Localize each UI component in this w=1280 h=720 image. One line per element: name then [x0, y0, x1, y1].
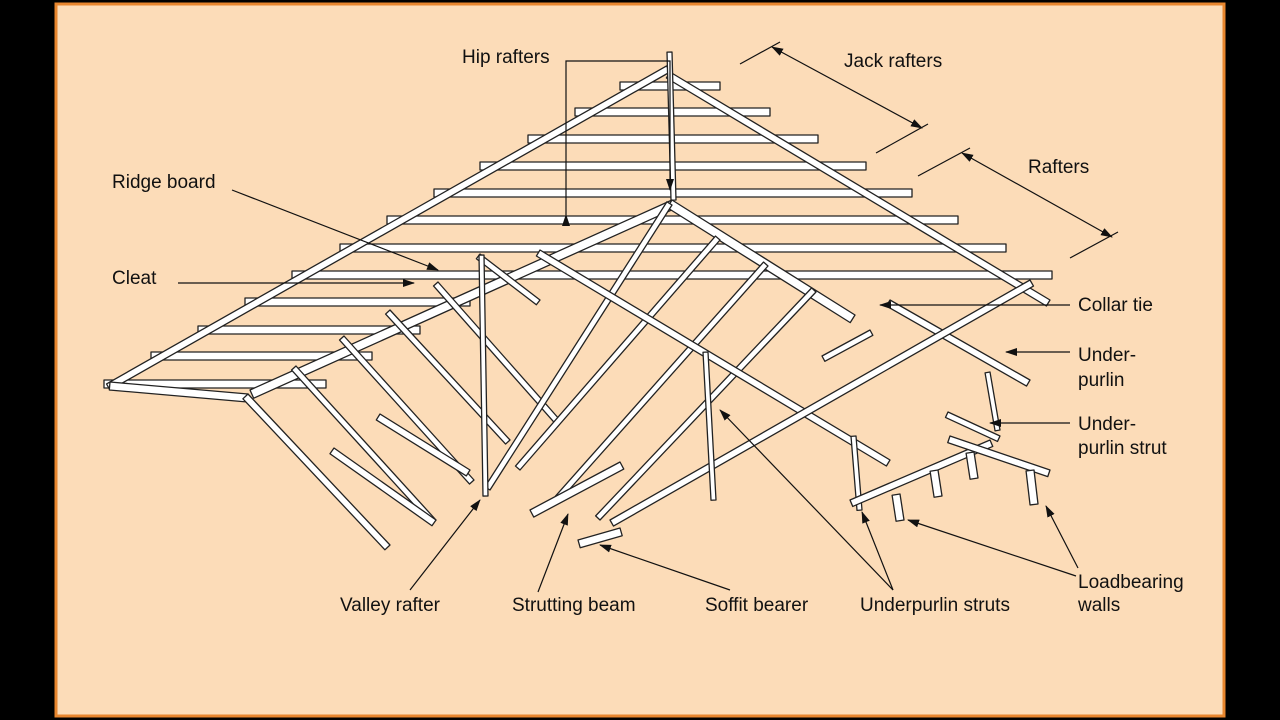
rafter-8 [291, 270, 1053, 280]
wall-post-1 [891, 493, 905, 522]
underpurlin-struts-leader-1 [719, 409, 894, 591]
label-collar-tie: Collar tie [1078, 295, 1153, 316]
label-hip-rafters: Hip rafters [462, 47, 550, 68]
jack-rafters-tick-top [739, 41, 781, 65]
collar-beam [609, 279, 1035, 527]
jack-rafters-dimension [771, 46, 923, 129]
valley-post [478, 254, 489, 497]
timber-frame [103, 51, 1053, 551]
underpurlin-struts-leader-2 [861, 511, 894, 591]
label-jack-rafters: Jack rafters [844, 51, 942, 72]
label-loadbearing-walls-2: walls [1077, 595, 1120, 616]
label-loadbearing-walls-1: Loadbearing [1078, 572, 1184, 593]
front-strut-3 [384, 309, 511, 445]
label-underpurlin-struts: Underpurlin struts [860, 595, 1010, 616]
wall-post-2 [929, 469, 943, 498]
loadbearing-walls-leader-1 [907, 519, 1077, 577]
purlin-brace [821, 329, 874, 362]
label-soffit-bearer: Soffit bearer [705, 595, 809, 616]
underpurlin-strut-1 [702, 351, 717, 501]
wall-plate-2 [947, 435, 1051, 478]
valley-rafter-leader [409, 499, 481, 591]
strutting-beam-right [529, 461, 625, 518]
label-under-purlin-1: Under- [1078, 345, 1136, 366]
label-rafters: Rafters [1028, 157, 1089, 178]
strutting-beam-mid [375, 413, 471, 477]
label-under-purlin-strut-1: Under- [1078, 414, 1136, 435]
strutting-beam-left [329, 447, 437, 527]
rafter-6 [386, 215, 959, 225]
jack-rafter-3 [150, 351, 373, 361]
eave-edge-left [242, 393, 391, 551]
wall-plate-1 [849, 439, 994, 508]
front-strut-5 [475, 253, 541, 306]
wall-post-4 [1025, 469, 1039, 506]
label-valley-rafter: Valley rafter [340, 595, 441, 616]
loadbearing-walls-leader-2 [1045, 505, 1079, 569]
rafters-dimension [961, 152, 1113, 238]
under-purlin-strut-cap [944, 411, 1001, 443]
under-purlin-strut [984, 371, 1001, 432]
labels: Hip rafters Jack rafters Rafters Ridge b… [112, 47, 1184, 616]
wall-post-3 [965, 451, 979, 480]
label-cleat: Cleat [112, 268, 157, 289]
front-strut-2 [338, 335, 475, 485]
underpurlin-strut-2 [850, 435, 863, 512]
valley-strut-2 [514, 235, 721, 471]
soffit-bearer [577, 527, 623, 549]
leader-lines [178, 41, 1119, 593]
label-ridge-board: Ridge board [112, 172, 216, 193]
soffit-bearer-leader [599, 544, 731, 591]
hip-rafters-leader [562, 60, 674, 226]
label-strutting-beam: Strutting beam [512, 595, 636, 616]
jack-rafter-1 [244, 297, 471, 307]
label-under-purlin-2: purlin [1078, 370, 1124, 391]
ridge-board-leader [231, 189, 439, 271]
rafter-7 [339, 243, 1007, 253]
jack-rafters-tick-bottom [875, 123, 929, 154]
strutting-beam-leader [537, 513, 569, 593]
label-under-purlin-strut-2: purlin strut [1078, 438, 1167, 459]
